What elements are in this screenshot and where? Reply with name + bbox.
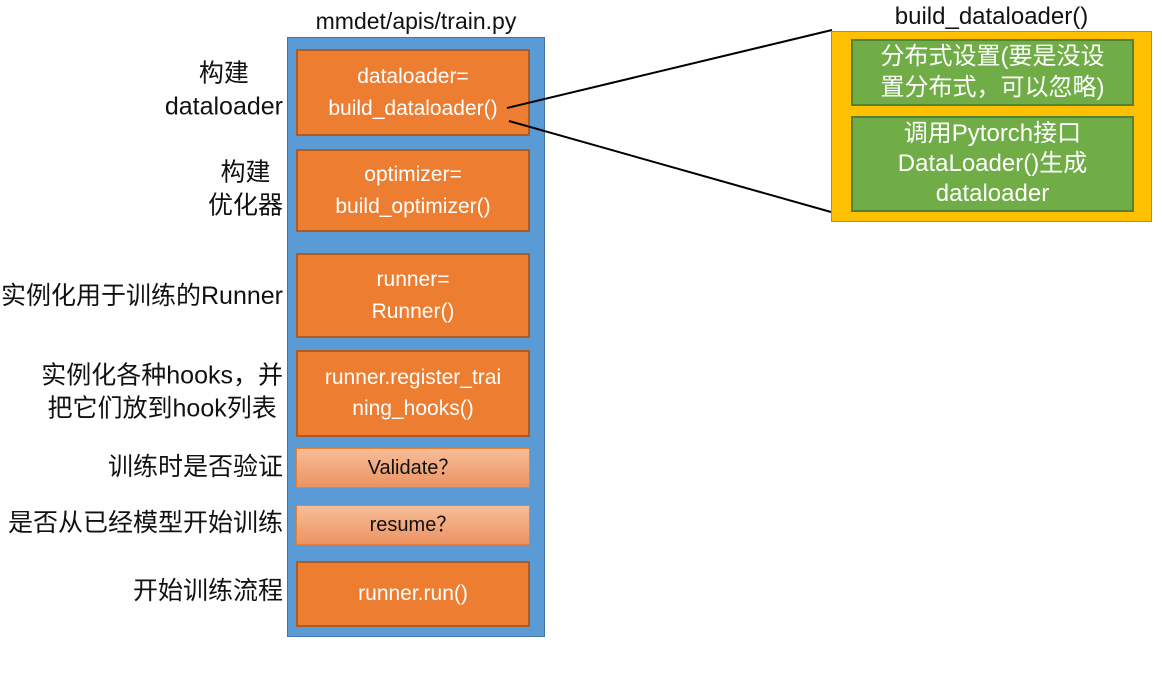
step-runner-run: runner.run()	[296, 561, 530, 627]
step-validate-decision: Validate？	[296, 448, 530, 488]
detail-box-distributed-setup: 分布式设置(要是没设 置分布式，可以忽略)	[851, 39, 1134, 106]
connector-line-top	[506, 29, 833, 109]
connector-line-bottom	[508, 120, 832, 213]
step-resume-decision: resume？	[296, 505, 530, 545]
flow-title: mmdet/apis/train.py	[315, 8, 517, 34]
label-build-dataloader: 构建 dataloader	[164, 59, 283, 121]
label-instantiate-runner: 实例化用于训练的Runner	[1, 281, 283, 310]
step-build-dataloader: dataloader= build_dataloader()	[296, 49, 530, 136]
step-runner: runner= Runner()	[296, 253, 530, 338]
label-register-hooks: 实例化各种hooks，并 把它们放到hook列表	[41, 361, 283, 423]
label-validate: 训练时是否验证	[107, 452, 283, 481]
label-resume: 是否从已经模型开始训练	[7, 508, 283, 537]
step-build-optimizer: optimizer= build_optimizer()	[296, 149, 530, 232]
detail-box-pytorch-dataloader: 调用Pytorch接口 DataLoader()生成 dataloader	[851, 116, 1134, 212]
label-start-training: 开始训练流程	[132, 576, 283, 605]
detail-title: build_dataloader()	[894, 3, 1089, 30]
label-build-optimizer: 构建 优化器	[207, 158, 283, 220]
step-register-training-hooks: runner.register_trai ning_hooks()	[296, 350, 530, 437]
